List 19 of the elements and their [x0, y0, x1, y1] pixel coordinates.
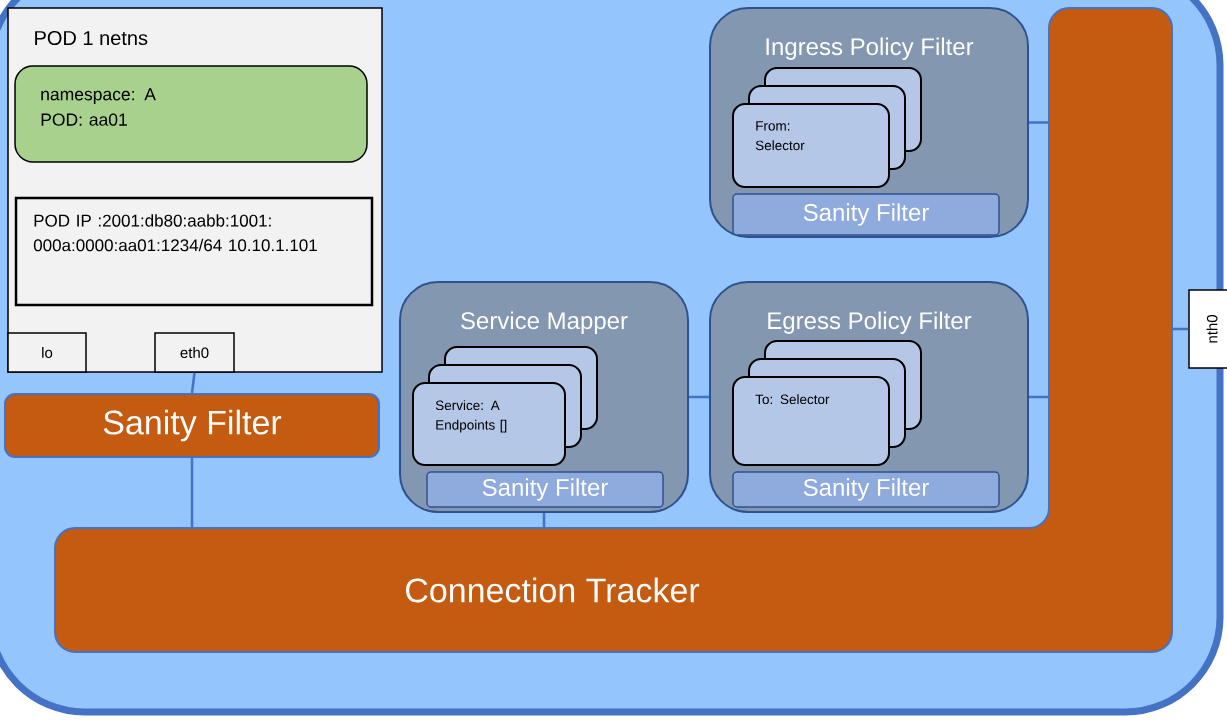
interface-box: eth0 — [154, 332, 235, 373]
namespace-box: namespace: A POD: aa01 — [14, 65, 368, 163]
connector-line — [1029, 121, 1049, 124]
connector-line — [542, 513, 546, 528]
connector-line — [190, 372, 196, 394]
filter-bar: Sanity Filter — [4, 393, 380, 458]
connector-line — [1172, 327, 1189, 331]
connector-line — [190, 458, 194, 528]
filter-bar: Sanity Filter — [426, 471, 664, 508]
connector-line — [689, 395, 709, 399]
rule-card-stack: To: Selector — [732, 340, 922, 466]
rule-card-stack: Service: A Endpoints [] — [412, 346, 598, 466]
interface-box: nth0 — [1188, 289, 1227, 369]
rule-card-stack: From: Selector — [732, 67, 922, 188]
connector-line — [1029, 395, 1049, 399]
filter-bar: Sanity Filter — [732, 193, 1000, 236]
interface-box: lo — [7, 332, 87, 373]
filter-bar: Sanity Filter — [732, 471, 1000, 508]
ip-box: POD IP :2001:db80:aabb:1001: 000a:0000:aa01:1234/64 10.10.1.101 — [14, 196, 374, 307]
